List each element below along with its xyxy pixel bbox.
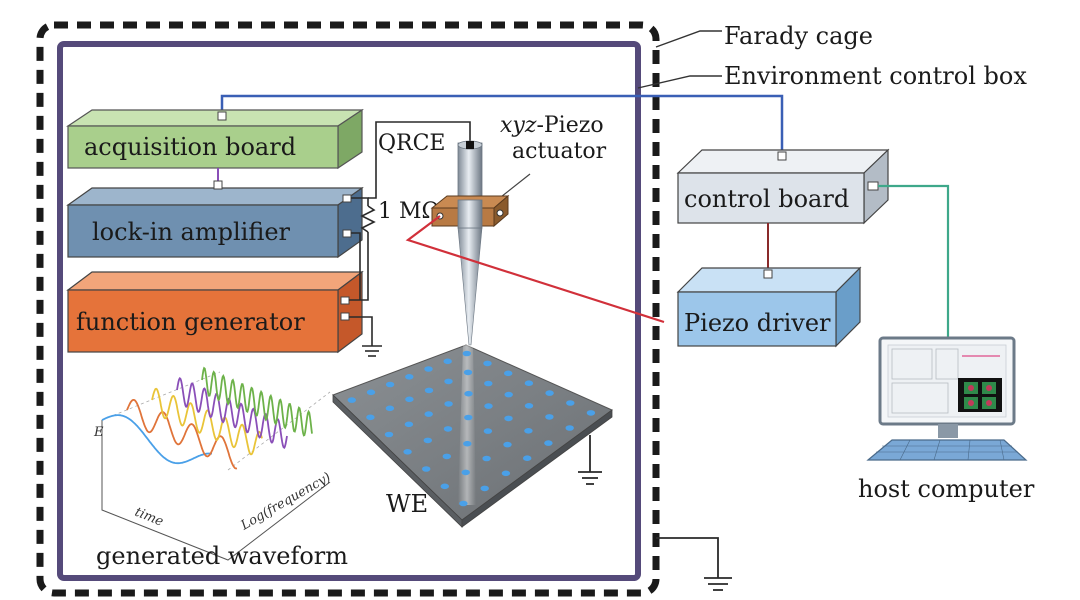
env-box-label: Environment control box [724, 62, 1027, 90]
electrode-dot [461, 469, 470, 476]
electrode-dot [586, 410, 596, 416]
lock-in-amplifier: lock-in amplifier [66, 180, 364, 259]
piezo-actuator-label: xyz-Piezo [500, 113, 604, 138]
electrode-dot [480, 485, 489, 492]
electrode-dot [366, 414, 375, 421]
acquisition-board-label: acquisition board [84, 133, 296, 161]
function-generator-label: function generator [76, 308, 305, 336]
blue-wire [220, 94, 784, 152]
electrode-dot [463, 440, 472, 447]
electrode-dot [504, 415, 513, 422]
waveform-line [176, 377, 288, 449]
work-electrode-plate [332, 344, 613, 528]
electrode-dot [424, 366, 433, 372]
env-box-leader [637, 75, 722, 89]
faraday-cage-border [36, 21, 660, 597]
electrode-dot [385, 381, 395, 388]
electrode-dot [405, 374, 414, 380]
generated-waveform-label: generated waveform [96, 542, 348, 570]
electrode-dot [444, 378, 453, 385]
electrode-dot [422, 466, 431, 472]
electrode-dot [405, 396, 414, 403]
axis-freq-label: Log(frequency) [238, 470, 334, 534]
electrode-dot [483, 428, 493, 434]
electrode-dot [464, 414, 473, 421]
waveform-line [151, 387, 263, 456]
electrode-dot [544, 440, 553, 446]
qrce-tip [457, 140, 483, 346]
piezo-bracket [430, 194, 510, 229]
qrce-label: QRCE [378, 131, 446, 156]
electrode-dots [347, 350, 596, 507]
green-wire [878, 184, 950, 338]
electrode-dot [545, 414, 554, 420]
electrode-dot [524, 403, 534, 409]
plate-ground [578, 435, 602, 485]
electrode-dot [501, 470, 511, 477]
piezo-actuator-label-2: actuator [512, 139, 607, 164]
electrode-dot [384, 431, 394, 438]
faraday-cage-leader [655, 30, 722, 48]
electrode-dot [503, 441, 512, 448]
piezo-driver: Piezo driver [676, 266, 862, 348]
function-generator: function generator [66, 270, 364, 354]
waveform-plot: E time Log(frequency) [93, 366, 334, 561]
electrode-dot [462, 350, 471, 357]
red-wire [405, 215, 665, 324]
environment-control-box-border [57, 41, 641, 581]
electrode-dot [385, 405, 395, 412]
electrode-dot [444, 401, 453, 407]
electrode-dot [403, 449, 412, 455]
resistor-circuit [349, 121, 471, 357]
host-computer-label: host computer [858, 475, 1035, 503]
electrode-dot [504, 370, 513, 377]
electrode-dot [464, 390, 473, 397]
faraday-cage-label: Farady cage [724, 22, 873, 50]
electrode-dot [424, 387, 434, 394]
electrode-dot [566, 400, 575, 406]
electrode-dot [523, 455, 532, 462]
electrode-dot [565, 425, 574, 431]
electrode-dot [423, 437, 432, 444]
acquisition-board: acquisition board [66, 108, 364, 170]
waveform-line [101, 414, 212, 465]
electrode-dot [443, 358, 452, 365]
we-label: WE [386, 490, 428, 518]
electrode-dot [524, 380, 534, 387]
electrode-dot [545, 390, 554, 396]
electrode-dot [483, 360, 492, 367]
resistor-label: 1 MΩ [378, 199, 440, 224]
electrode-dot [484, 403, 493, 409]
electrode-dot [484, 380, 493, 387]
waveform-series [101, 366, 313, 470]
control-board-label: control board [684, 185, 849, 213]
electrode-dot [404, 421, 414, 428]
host-computer: host computer [858, 336, 1035, 503]
waveform-line [201, 366, 313, 437]
electrode-dot [442, 453, 451, 460]
axis-e-label: E [93, 425, 104, 440]
electrode-dot [482, 455, 491, 462]
electrode-dot [504, 391, 513, 398]
electrode-dot [524, 428, 533, 434]
electrode-dot [440, 483, 449, 490]
electrode-dot [366, 389, 376, 396]
electrode-dot [424, 411, 433, 417]
lock-in-label: lock-in amplifier [92, 218, 291, 246]
electrode-dot [347, 397, 356, 403]
electrode-dot [459, 500, 468, 507]
electrode-dot [463, 369, 473, 376]
piezo-driver-label: Piezo driver [684, 309, 831, 337]
axis-time-label: time [133, 505, 166, 530]
cage-ground [656, 537, 732, 591]
control-board: control board [676, 148, 890, 225]
electrode-dot [443, 426, 453, 432]
